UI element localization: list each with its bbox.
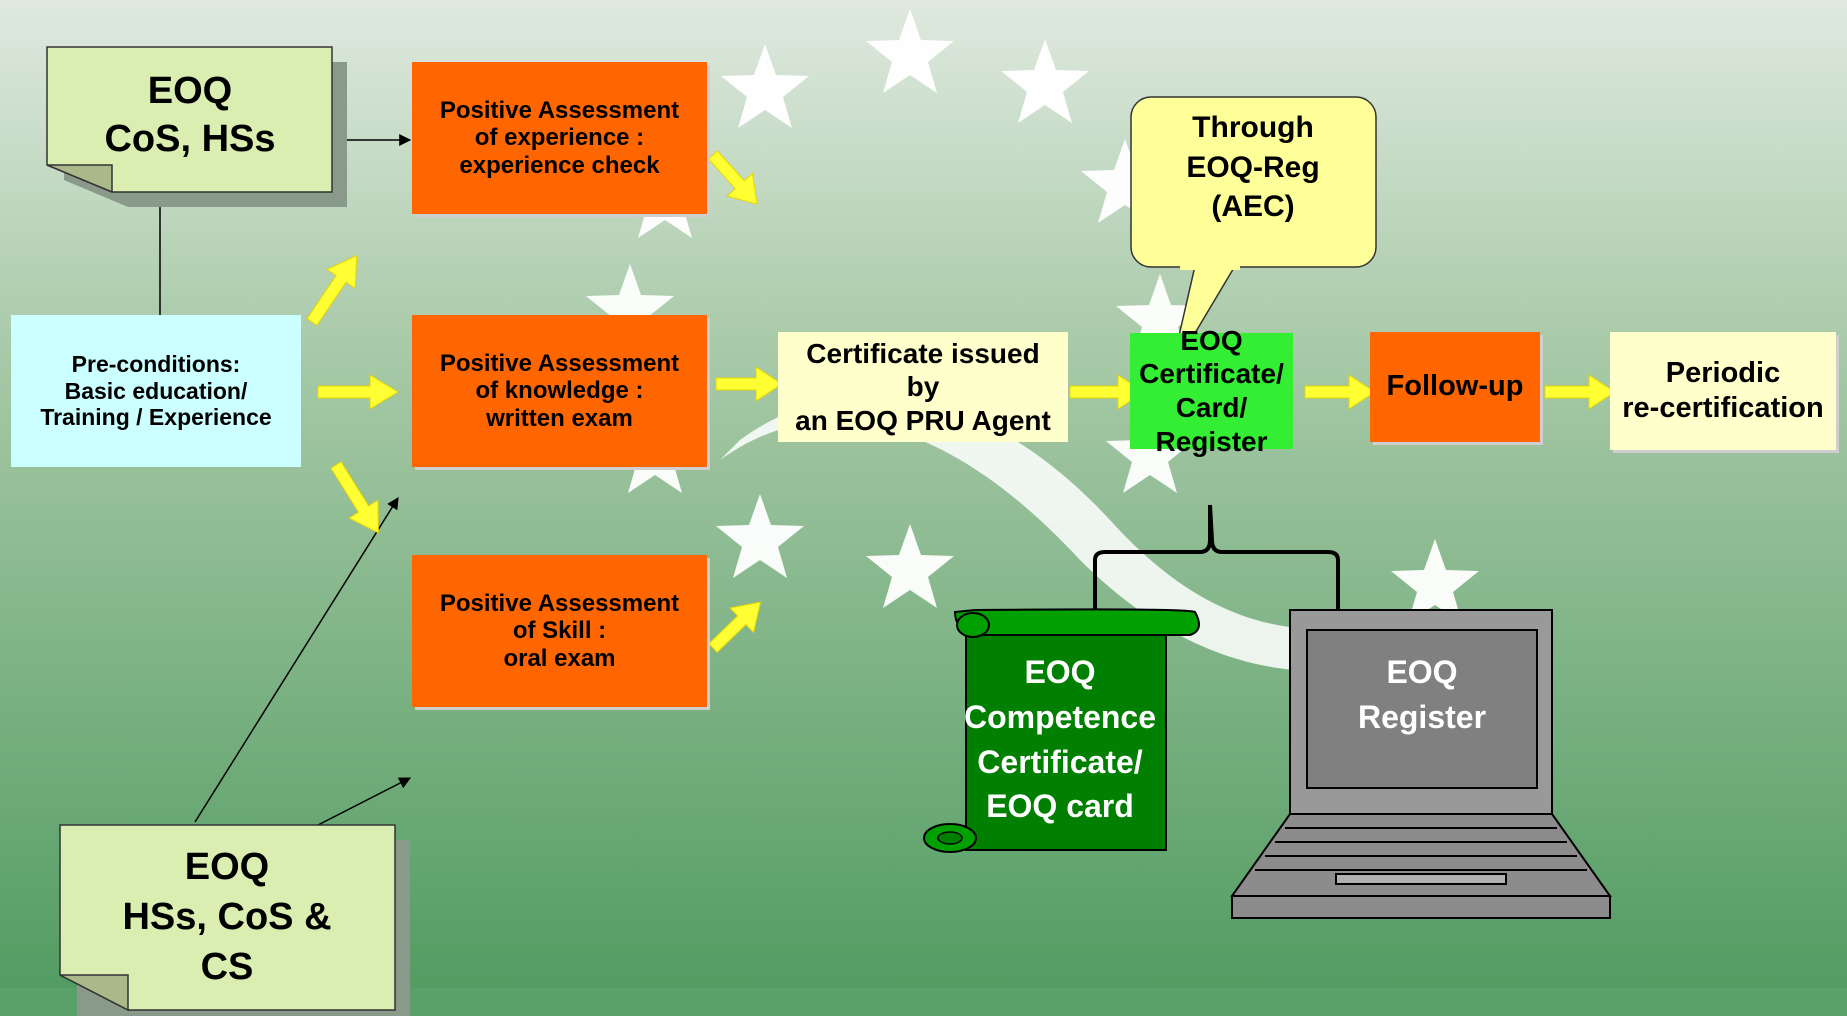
note-top-text: EOQ CoS, HSs [50, 68, 330, 163]
note-bottom [59, 824, 410, 1016]
scroll-certificate [923, 608, 1200, 853]
connector-note-to-skill [317, 777, 412, 826]
eoq-certificate-label: EOQ Certificate/ Card/ Register [1139, 324, 1284, 457]
periodic-recertification-box: Periodic re-certification [1610, 332, 1836, 450]
yellow-arrow-to-knowledge [317, 374, 399, 410]
yellow-arrow-to-follow-up [1304, 374, 1376, 410]
callout-label: Through EOQ-Reg (AEC) [1186, 111, 1320, 224]
follow-up-box: Follow-up [1370, 332, 1540, 442]
certificate-issued-box: Certificate issued by an EOQ PRU Agent [778, 332, 1068, 442]
laptop-text: EOQ Register [1307, 650, 1537, 740]
assessment-experience-label: Positive Assessment of experience : expe… [439, 96, 680, 179]
assessment-experience-box: Positive Assessment of experience : expe… [412, 62, 707, 214]
note-bottom-text: EOQ HSs, CoS & CS [62, 842, 392, 992]
certificate-issued-label: Certificate issued by an EOQ PRU Agent [795, 337, 1051, 436]
connector-note-to-knowledge [194, 496, 399, 823]
callout-text: Through EOQ-Reg (AEC) [1135, 108, 1371, 227]
laptop-register [1230, 609, 1612, 919]
assessment-knowledge-label: Positive Assessment of knowledge : writt… [439, 349, 680, 432]
periodic-label: Periodic re-certification [1622, 357, 1824, 424]
preconditions-label: Pre-conditions: Basic education/ Trainin… [40, 351, 272, 431]
yellow-arrow-to-skill [330, 461, 379, 534]
decorative-swoosh [720, 395, 1400, 672]
brace [1093, 504, 1340, 612]
assessment-knowledge-box: Positive Assessment of knowledge : writt… [412, 315, 707, 467]
note-top-label: EOQ CoS, HSs [104, 70, 276, 160]
assessment-skill-label: Positive Assessment of Skill : oral exam [439, 589, 680, 672]
assessment-skill-box: Positive Assessment of Skill : oral exam [412, 555, 707, 707]
follow-up-label: Follow-up [1386, 370, 1524, 403]
eoq-certificate-box: EOQ Certificate/ Card/ Register [1130, 325, 1293, 457]
laptop-label: EOQ Register [1357, 654, 1487, 735]
scroll-text: EOQ Competence Certificate/ EOQ card [945, 650, 1175, 829]
yellow-arrow-skill-out [708, 601, 762, 654]
yellow-arrow-to-experience [306, 254, 358, 327]
note-top [46, 46, 347, 207]
yellow-arrow-knowledge-out [715, 366, 783, 402]
yellow-arrow-to-periodic [1544, 374, 1616, 410]
yellow-arrow-experience-out [707, 150, 758, 205]
scroll-label: EOQ Competence Certificate/ EOQ card [963, 654, 1157, 825]
preconditions-box: Pre-conditions: Basic education/ Trainin… [11, 315, 301, 467]
note-bottom-label: EOQ HSs, CoS & CS [122, 846, 332, 989]
